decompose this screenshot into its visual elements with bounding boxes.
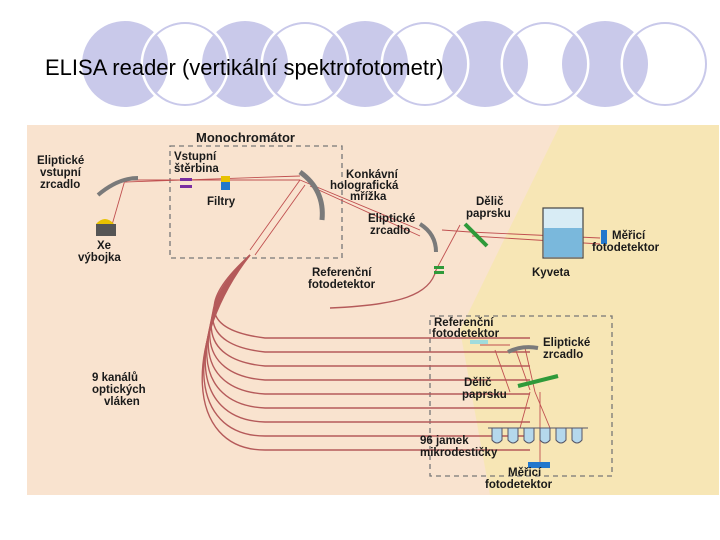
svg-text:paprsku: paprsku (466, 208, 511, 220)
label-entrance-slit: Vstupní (174, 151, 217, 163)
microplate-wells (488, 427, 588, 444)
svg-text:zrcadlo: zrcadlo (40, 179, 80, 191)
beam-paths-top (111, 175, 601, 271)
optical-fibers (201, 254, 530, 451)
label-beam-splitter-bottom: Dělič (464, 377, 492, 389)
label-filters: Filtry (207, 196, 236, 208)
label-elliptical-mirror-top: Eliptické (368, 213, 415, 225)
elliptical-mirror-bottom (507, 345, 539, 354)
label-measuring-detector-bottom: Měřicí (508, 467, 542, 479)
label-reference-detector-bottom: Referenční (434, 317, 494, 329)
svg-text:holografická: holografická (330, 180, 399, 192)
label-beam-splitter-top: Dělič (476, 196, 504, 208)
monochromator-box (169, 145, 343, 259)
light-cone (460, 125, 719, 495)
xe-lamp-bulb (96, 219, 114, 224)
beam-splitter-top (463, 222, 489, 248)
filter-blue (221, 182, 230, 190)
slide-header-rings (82, 19, 710, 109)
label-xe-lamp: Xe (97, 240, 111, 252)
svg-text:fotodetektor: fotodetektor (592, 242, 660, 254)
label-monochromator: Monochromátor (196, 130, 295, 145)
label-reference-detector-top: Referenční (312, 267, 372, 279)
beam-splitter-bottom (517, 374, 559, 388)
concave-holographic-grating (298, 169, 325, 221)
microplate-box (429, 315, 613, 477)
svg-text:fotodetektor: fotodetektor (432, 328, 500, 340)
reference-detector-top (434, 266, 444, 269)
svg-text:zrcadlo: zrcadlo (543, 349, 583, 361)
label-elliptical-entrance-mirror: Eliptické (37, 155, 84, 167)
svg-text:mikrodestičky: mikrodestičky (420, 447, 498, 459)
svg-text:optických: optických (92, 384, 146, 396)
svg-text:mřížka: mřížka (350, 191, 387, 203)
svg-text:výbojka: výbojka (78, 252, 121, 264)
svg-text:fotodetektor: fotodetektor (485, 479, 553, 491)
reference-detector-bottom (470, 340, 488, 344)
measuring-detector-top (601, 230, 607, 244)
entrance-slit (180, 178, 192, 181)
label-elliptical-mirror-bottom: Eliptické (543, 337, 590, 349)
xe-lamp-base (96, 224, 116, 236)
svg-text:vláken: vláken (104, 396, 140, 408)
label-concave-grating: Konkávní (346, 169, 399, 181)
svg-text:paprsku: paprsku (462, 389, 507, 401)
label-cuvette: Kyveta (532, 267, 570, 279)
label-microplate: 96 jamek (420, 435, 469, 447)
elliptical-mirror-top (418, 222, 438, 253)
svg-text:štěrbina: štěrbina (174, 163, 219, 175)
label-nine-fibers: 9 kanálů (92, 372, 138, 384)
svg-text:zrcadlo: zrcadlo (370, 225, 410, 237)
elisa-reader-diagram: Monochromátor Eliptické vstupní zrcadlo … (27, 125, 719, 495)
elliptical-entrance-mirror (96, 176, 139, 197)
svg-text:fotodetektor: fotodetektor (308, 279, 376, 291)
filter-yellow (221, 176, 230, 182)
measuring-detector-bottom (528, 462, 550, 468)
slide-title: ELISA reader (vertikální spektrofotometr… (45, 55, 444, 80)
svg-text:vstupní: vstupní (40, 167, 82, 179)
label-measuring-detector-top: Měřicí (612, 230, 646, 242)
